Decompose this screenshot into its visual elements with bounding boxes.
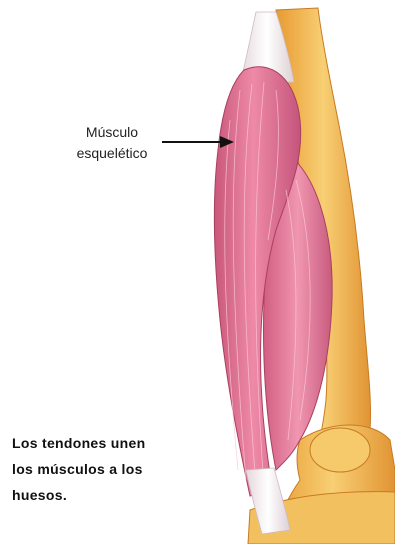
caption-line2: los músculos a los — [12, 456, 182, 482]
muscle-label: Músculo esquelético — [64, 122, 160, 164]
caption: Los tendones unen los músculos a los hue… — [12, 430, 182, 508]
label-arrow — [162, 136, 234, 148]
muscle-label-line2: esquelético — [64, 143, 160, 164]
elbow-joint — [310, 428, 370, 472]
muscle-label-line1: Músculo — [64, 122, 160, 143]
caption-line1: Los tendones unen — [12, 430, 182, 456]
caption-line3: huesos. — [12, 482, 182, 508]
